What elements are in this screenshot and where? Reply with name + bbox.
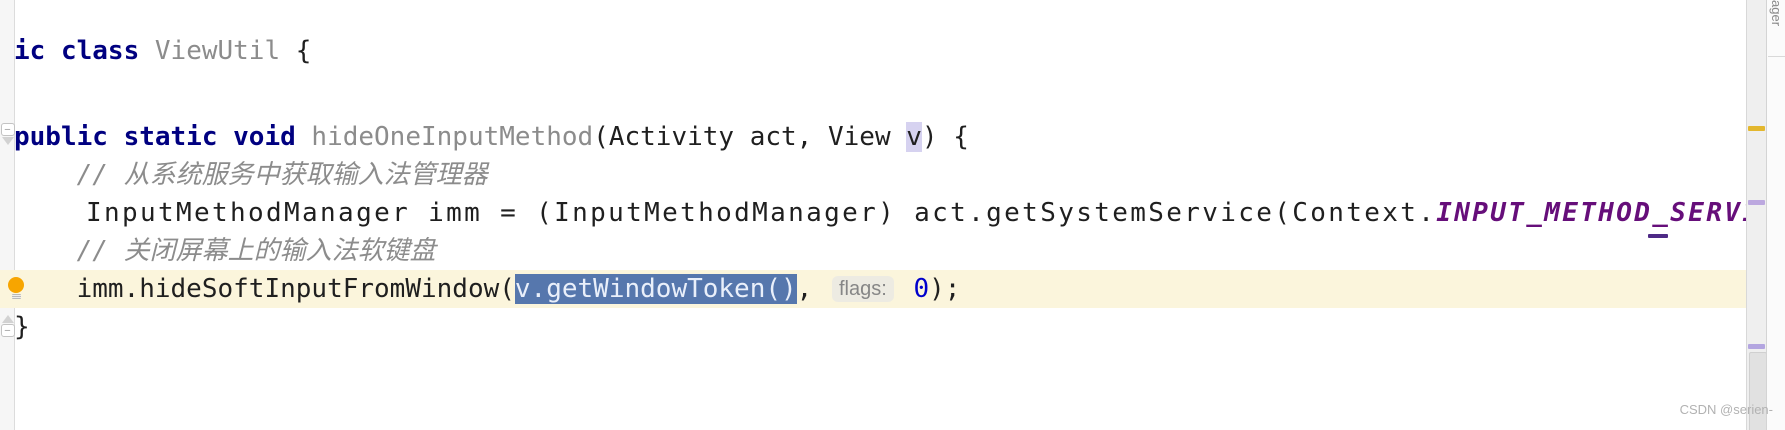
toolwindow-strip [1766, 0, 1785, 430]
bulb-head [8, 277, 24, 293]
code-token: // 从系统服务中获取输入法管理器 [14, 160, 488, 190]
fold-minus-icon: − [0, 123, 15, 136]
code-token: } [14, 312, 30, 342]
scrollbar-track[interactable] [1746, 0, 1767, 430]
code-line-highlighted[interactable]: imm.hideSoftInputFromWindow(v.getWindowT… [0, 270, 1746, 308]
fold-arrow-down-icon [1, 137, 14, 145]
selected-text: v.getWindowToken() [514, 274, 797, 304]
fold-marker-method-end-icon[interactable]: − [0, 315, 15, 337]
code-token: (Activity act, View [593, 122, 907, 152]
code-line[interactable]: ic class ViewUtil { [0, 32, 1746, 70]
code-token: public static void [14, 122, 296, 152]
toolwindow-tab-manager[interactable]: ager [1768, 0, 1785, 57]
code-token [898, 274, 914, 304]
code-token: ic class [14, 36, 140, 66]
code-token: { [280, 36, 312, 66]
code-token: 0 [913, 274, 930, 304]
code-line[interactable]: public static void hideOneInputMethod(Ac… [0, 118, 1746, 156]
parameter-inlay-hint[interactable]: flags: [831, 276, 894, 302]
editor-purple-artifact [1648, 234, 1668, 238]
code-line[interactable]: InputMethodManager imm = (InputMethodMan… [0, 194, 1746, 232]
code-token: // 关闭屏幕上的输入法软键盘 [14, 236, 436, 266]
error-stripe-mark[interactable] [1748, 200, 1765, 205]
scrollbar-thumb[interactable] [1749, 352, 1767, 430]
code-token: InputMethodManager imm = (InputMethodMan… [14, 198, 1437, 228]
intention-bulb-icon[interactable] [6, 277, 26, 301]
error-stripe-mark[interactable] [1748, 126, 1765, 131]
code-line[interactable]: } [0, 308, 1746, 346]
code-line[interactable]: // 从系统服务中获取输入法管理器 [0, 156, 1746, 194]
code-token: imm.hideSoftInputFromWindow( [14, 274, 515, 304]
code-token: ); [929, 274, 961, 304]
watermark-text: CSDN @serien- [1679, 402, 1773, 417]
error-stripe-mark[interactable] [1748, 344, 1765, 349]
code-token: , [796, 274, 828, 304]
code-token: INPUT_METHOD_SERVICE); [1436, 198, 1746, 228]
code-line[interactable] [0, 70, 1746, 118]
code-editor-area[interactable]: ic class ViewUtil { public static void hi… [0, 0, 1746, 430]
code-lines: ic class ViewUtil { public static void hi… [0, 32, 1746, 346]
fold-minus-icon: − [0, 324, 15, 337]
code-token: ViewUtil [139, 36, 281, 66]
code-token: ) { [921, 122, 969, 152]
fold-arrow-up-icon [1, 315, 14, 323]
code-token: hideOneInputMethod [295, 122, 594, 152]
toolwindow-tab-label: ager [1769, 0, 1784, 27]
code-line[interactable]: // 关闭屏幕上的输入法软键盘 [0, 232, 1746, 270]
code-token: v [906, 122, 922, 152]
bulb-base [11, 294, 21, 299]
fold-marker-method-collapse-icon[interactable]: − [0, 123, 15, 145]
